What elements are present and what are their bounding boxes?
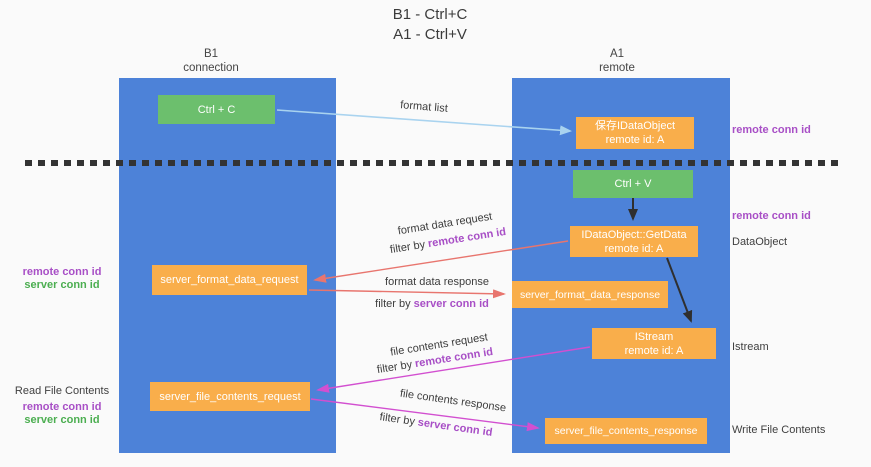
left-remote-conn-id-1: remote conn id xyxy=(22,266,102,278)
lifeline-b1-name: B1 xyxy=(203,48,219,60)
getdata-box: IDataObject::GetData remote id: A xyxy=(570,226,698,257)
write-file-contents-label: Write File Contents xyxy=(732,424,826,436)
left-server-conn-id-1: server conn id xyxy=(24,279,100,291)
server-format-data-request-label: server_format_data_request xyxy=(160,274,299,286)
ctrl-c-box: Ctrl + C xyxy=(158,95,275,124)
file-contents-response-label: file contents response xyxy=(399,387,507,415)
save-dataobject-box: 保存IDataObject remote id: A xyxy=(576,117,694,149)
right-remote-conn-id-2: remote conn id xyxy=(732,210,811,222)
lifeline-a1-name: A1 xyxy=(609,48,625,60)
lifeline-header-a1: A1 remote xyxy=(542,47,692,75)
filter-by-text: filter by xyxy=(389,238,430,257)
server-format-data-request-box: server_format_data_request xyxy=(152,265,307,295)
read-file-contents-label: Read File Contents xyxy=(14,385,110,397)
server-format-data-response-label: server_format_data_response xyxy=(519,288,661,301)
getdata-line1: IDataObject::GetData xyxy=(581,228,687,241)
istream-line2: remote id: A xyxy=(624,344,684,357)
lifeline-a1-role: remote xyxy=(599,62,635,74)
save-dataobject-line2: remote id: A xyxy=(605,134,665,146)
format-list-label: format list xyxy=(399,99,449,115)
ctrl-v-label: Ctrl + V xyxy=(614,178,652,190)
filter-key-server-conn-id: server conn id xyxy=(416,416,494,439)
left-server-conn-id-2: server conn id xyxy=(24,414,100,426)
right-remote-conn-id-1: remote conn id xyxy=(732,124,811,136)
format-data-response-label: format data response xyxy=(385,276,489,288)
server-file-contents-request-box: server_file_contents_request xyxy=(150,382,310,411)
left-remote-conn-id-2: remote conn id xyxy=(22,401,102,413)
save-dataobject-line1: 保存IDataObject xyxy=(594,120,676,132)
format-data-response-arrow xyxy=(308,289,506,299)
ctrl-c-label: Ctrl + C xyxy=(197,103,236,116)
istream-box: IStream remote id: A xyxy=(592,328,716,359)
istream-line1: IStream xyxy=(634,330,674,343)
filter-by-text: filter by xyxy=(375,298,414,310)
filter-by-text: filter by xyxy=(378,411,419,429)
server-format-data-response-box: server_format_data_response xyxy=(512,281,668,308)
ctrl-v-box: Ctrl + V xyxy=(573,170,693,198)
lifeline-header-b1: B1 connection xyxy=(136,47,286,75)
file-contents-response-filter-label: filter by server conn id xyxy=(379,411,493,439)
lifeline-b1-role: connection xyxy=(183,62,239,74)
dataobject-label: DataObject xyxy=(732,236,788,248)
diagram-title: B1 - Ctrl+C A1 - Ctrl+V xyxy=(280,5,580,45)
title-line-1: B1 - Ctrl+C xyxy=(392,6,468,23)
dashed-divider xyxy=(25,160,839,166)
title-line-2: A1 - Ctrl+V xyxy=(393,26,467,43)
getdata-line2: remote id: A xyxy=(604,242,664,255)
format-data-response-filter-label: filter by server conn id xyxy=(375,298,489,310)
server-file-contents-response-box: server_file_contents_response xyxy=(545,418,707,444)
server-file-contents-response-label: server_file_contents_response xyxy=(554,425,698,437)
filter-by-text: filter by xyxy=(376,358,417,377)
istream-side-label: Istream xyxy=(732,341,769,353)
filter-key-server-conn-id: server conn id xyxy=(413,298,489,310)
server-file-contents-request-label: server_file_contents_request xyxy=(159,390,301,403)
